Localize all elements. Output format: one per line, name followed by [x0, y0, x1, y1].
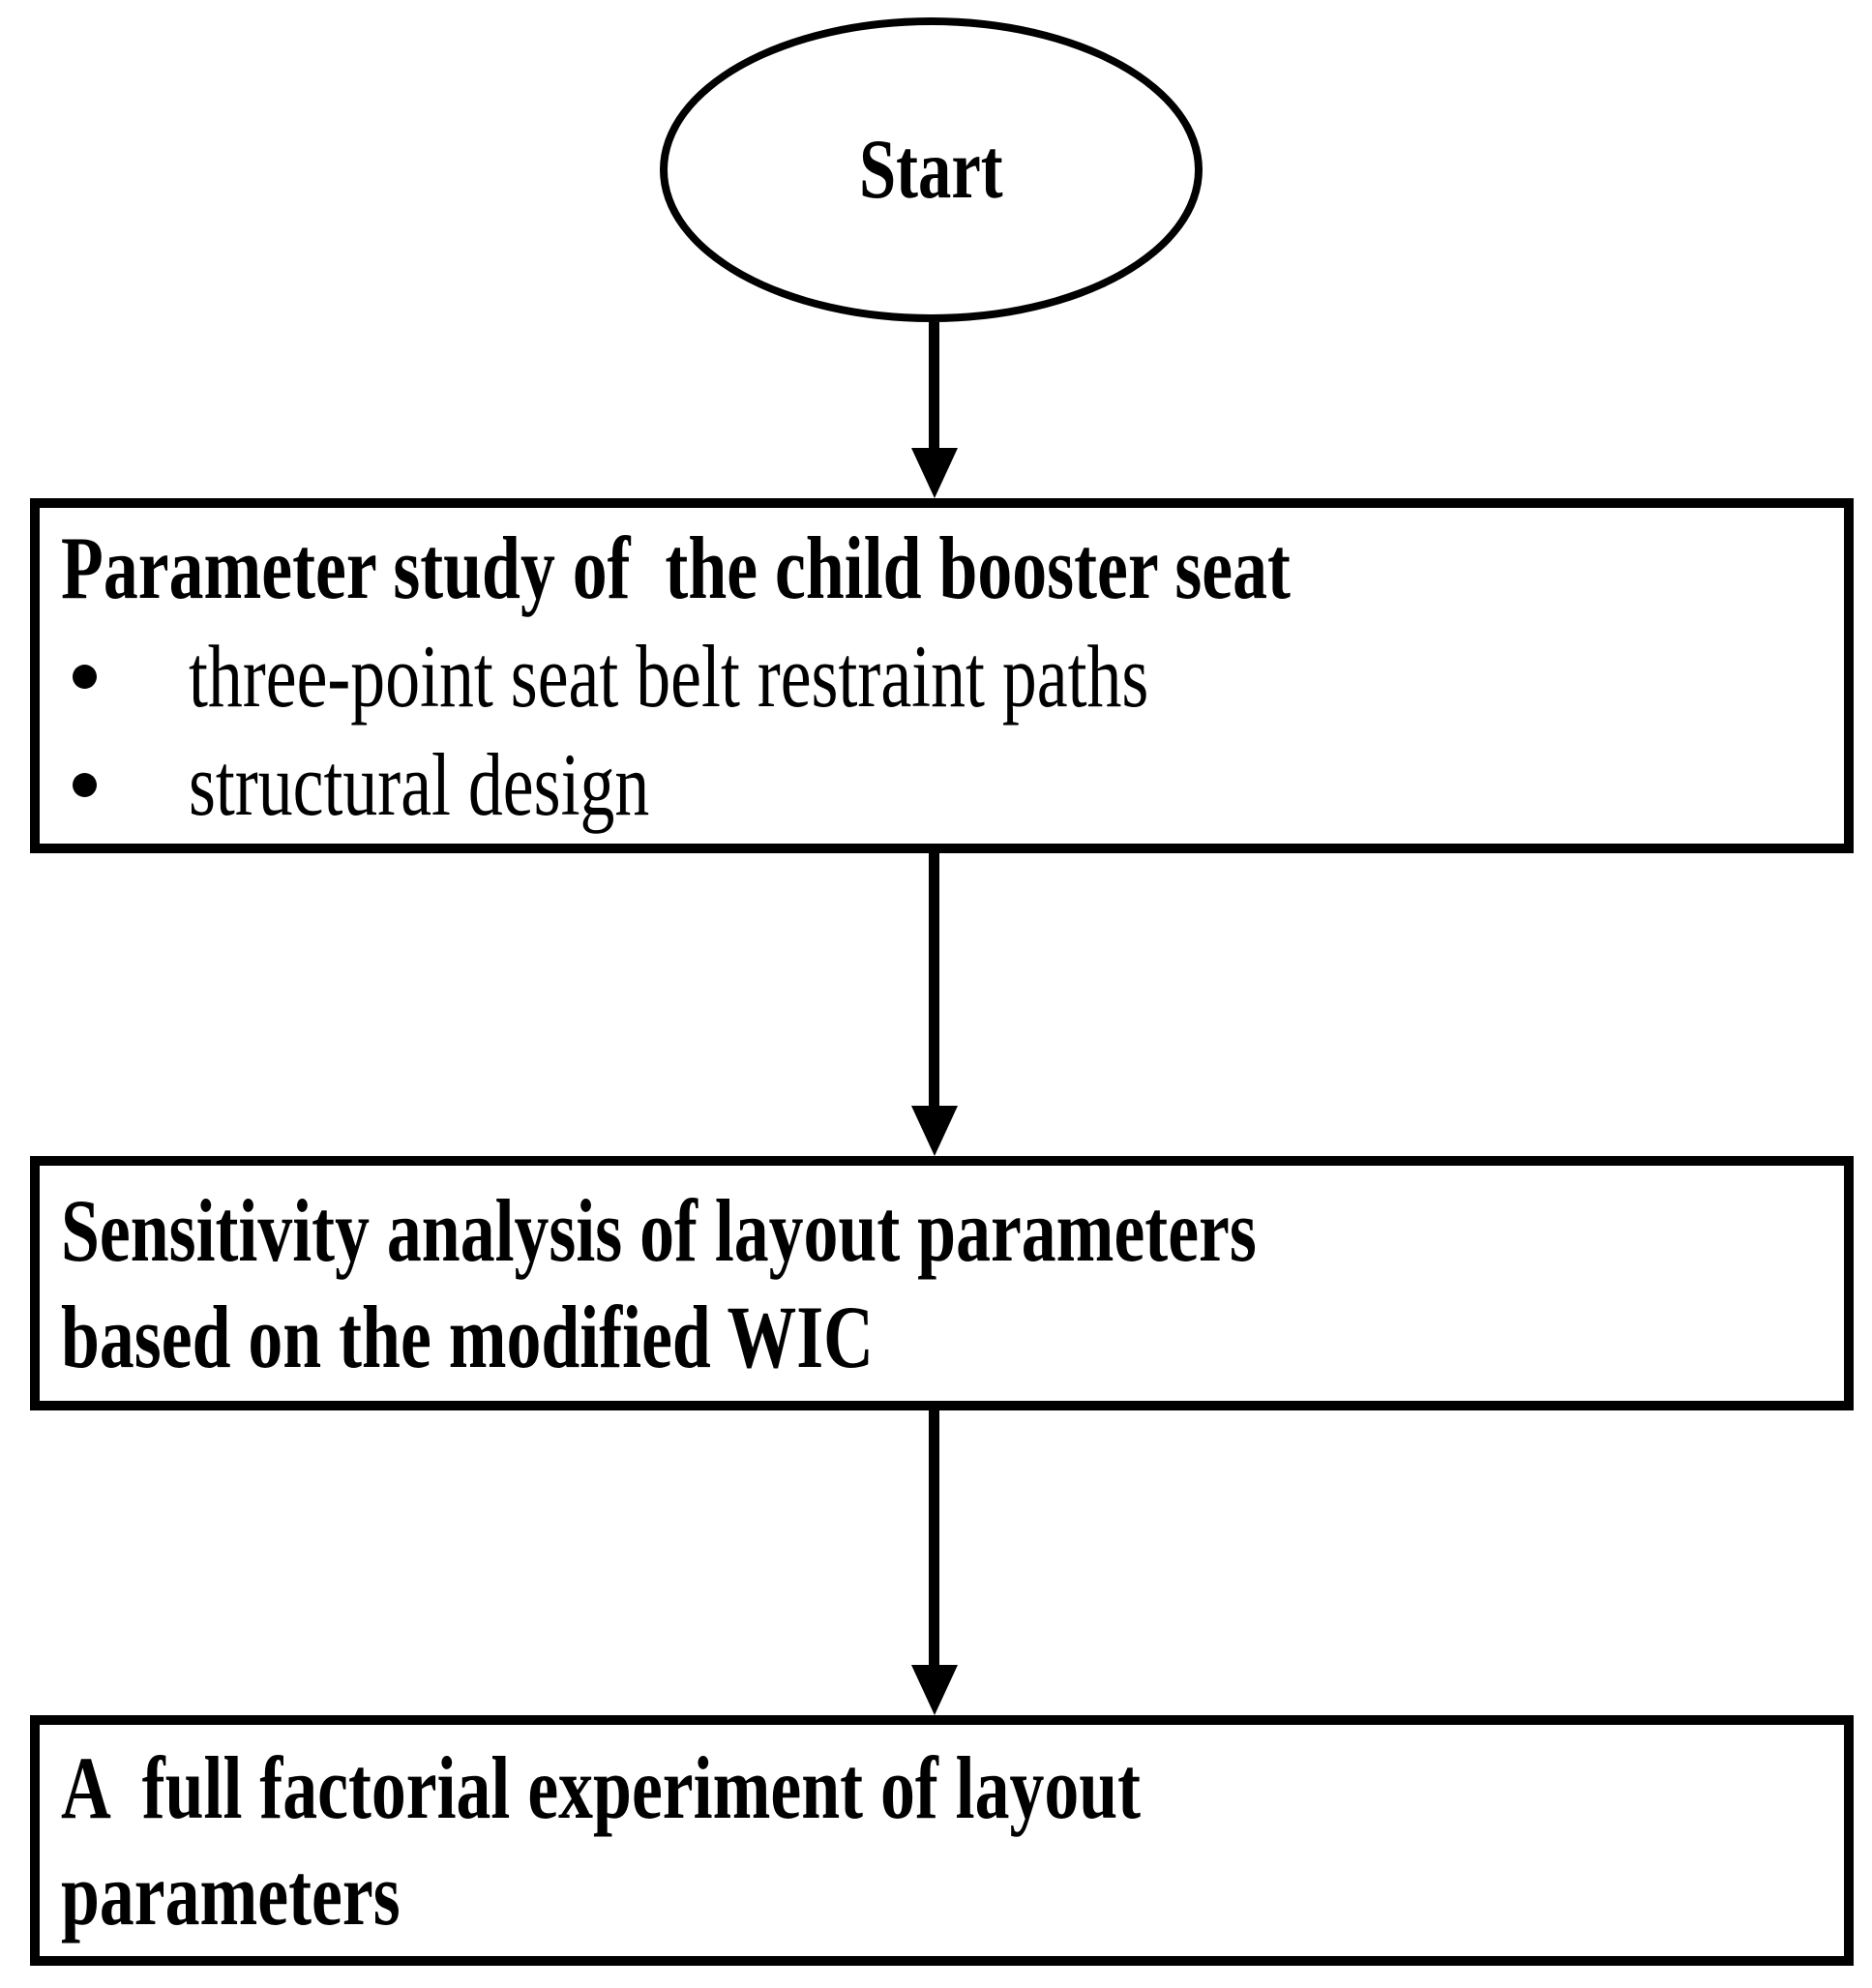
start-label: Start [859, 123, 1003, 217]
box-text-row: A full factorial experiment of layout [61, 1735, 1825, 1841]
flow-arrow-step2-to-step3 [911, 1410, 958, 1715]
bullet-label: three-point seat belt restraint paths [189, 627, 1149, 726]
bullet-list-item: three-point seat belt restraint paths [61, 622, 1825, 730]
box-title: Parameter study of the child booster sea… [61, 519, 1291, 617]
arrowhead-down-icon [911, 448, 958, 498]
box-text-line: parameters [61, 1845, 401, 1943]
box-text-row: based on the modified WIC [61, 1284, 1825, 1390]
bullet-list-item: structural design [61, 730, 1825, 839]
arrowhead-down-icon [911, 1106, 958, 1156]
arrow-shaft [929, 322, 939, 460]
flow-arrow-step1-to-step2 [911, 853, 958, 1156]
box-text-line: Sensitivity analysis of layout parameter… [61, 1181, 1257, 1280]
flow-arrow-start-to-step1 [911, 322, 958, 498]
box-text-row: parameters [61, 1841, 1825, 1947]
arrow-shaft [929, 1410, 939, 1676]
arrowhead-down-icon [911, 1665, 958, 1715]
process-box-parameter-study: Parameter study of the child booster sea… [30, 498, 1854, 853]
box-title-row: Parameter study of the child booster sea… [61, 514, 1825, 622]
bullet-dot-icon [73, 772, 97, 797]
box-text-row: Sensitivity analysis of layout parameter… [61, 1177, 1825, 1284]
process-box-sensitivity-analysis: Sensitivity analysis of layout parameter… [30, 1156, 1854, 1410]
process-box-full-factorial-experiment: A full factorial experiment of layout pa… [30, 1715, 1854, 1966]
arrow-shaft [929, 853, 939, 1117]
bullet-label: structural design [189, 735, 650, 834]
bullet-dot-icon [73, 664, 97, 689]
box-text-line: based on the modified WIC [61, 1288, 874, 1386]
box-text-line: A full factorial experiment of layout [61, 1738, 1142, 1837]
start-node: Start [660, 17, 1203, 322]
